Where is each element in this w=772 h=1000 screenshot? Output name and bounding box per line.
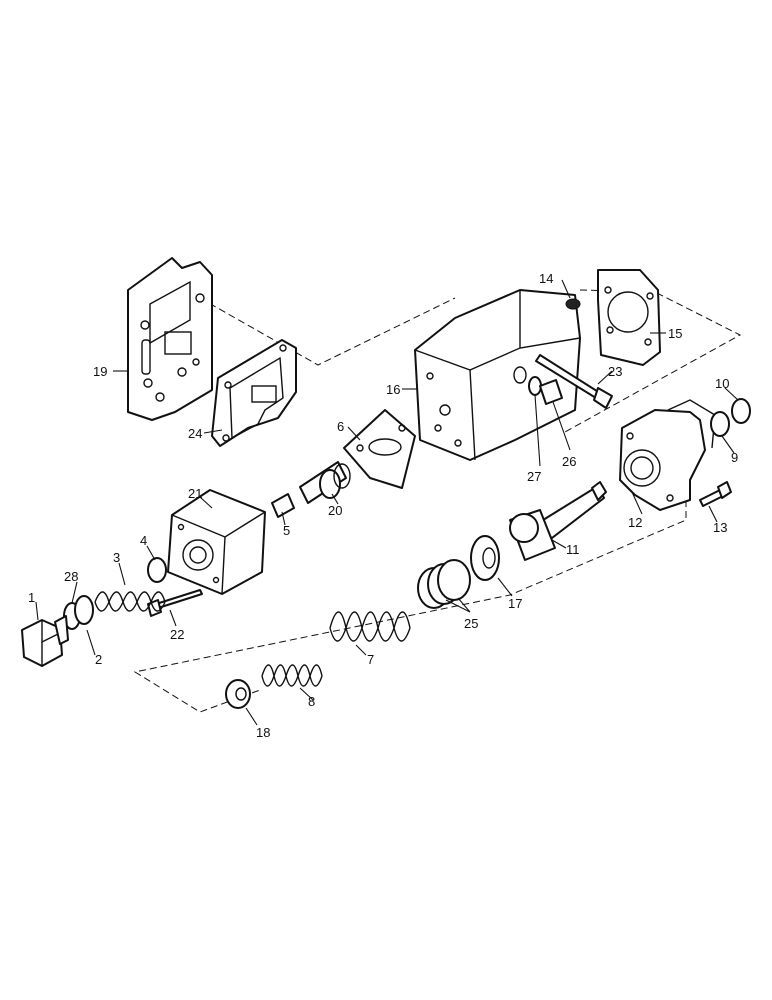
callout-2: 2 [95, 652, 102, 667]
part-18-spring-seat [225, 679, 251, 709]
callout-28: 28 [64, 569, 78, 584]
part-26-fitting [539, 379, 563, 405]
callout-22: 22 [170, 627, 184, 642]
callout-4: 4 [140, 533, 147, 548]
part-17-washer [470, 535, 500, 581]
callout-14: 14 [539, 271, 553, 286]
part-16-pump-body [414, 289, 581, 461]
part-12-end-housing [619, 399, 716, 511]
leader-lines [35, 279, 739, 726]
callout-labels: 1 2 3 4 5 6 7 8 9 10 11 12 13 14 15 16 1… [28, 271, 738, 740]
callout-5: 5 [283, 523, 290, 538]
callout-26: 26 [562, 454, 576, 469]
callout-6: 6 [337, 419, 344, 434]
part-20-spool [299, 461, 351, 504]
callout-13: 13 [713, 520, 727, 535]
part-4-seal-ring [147, 557, 167, 583]
callout-7: 7 [367, 652, 374, 667]
part-8-spring [261, 664, 323, 687]
callout-23: 23 [608, 364, 622, 379]
callout-27: 27 [527, 469, 541, 484]
callout-15: 15 [668, 326, 682, 341]
callout-16: 16 [386, 382, 400, 397]
callout-25: 25 [464, 616, 478, 631]
callout-1: 1 [28, 590, 35, 605]
part-14-plug [565, 298, 581, 310]
callout-11: 11 [566, 542, 580, 557]
callout-19: 19 [93, 364, 107, 379]
callout-20: 20 [328, 503, 342, 518]
part-3-spring [94, 591, 166, 612]
callout-24: 24 [188, 426, 202, 441]
part-21-valve-block [167, 489, 266, 595]
part-23-bolt [535, 354, 613, 409]
part-24-gasket [211, 339, 297, 447]
part-25-shims [417, 559, 471, 609]
callout-8: 8 [308, 694, 315, 709]
callout-9: 9 [731, 450, 738, 465]
part-13-screw [699, 481, 732, 507]
alignment-line-lower [133, 500, 687, 713]
part-15-gasket [597, 269, 661, 366]
part-11-shaft [509, 481, 607, 561]
part-10-seal-ring [731, 398, 751, 424]
callout-3: 3 [113, 550, 120, 565]
part-9-seal-ring [710, 411, 730, 437]
part-5-pin [271, 493, 295, 518]
part-2-washer [74, 595, 94, 625]
part-1-plug [21, 615, 69, 667]
callout-10: 10 [715, 376, 729, 391]
part-19-end-plate [127, 257, 213, 421]
callout-21: 21 [188, 486, 202, 501]
part-7-spring [329, 611, 411, 642]
part-6-gasket-plate [343, 409, 416, 489]
callout-18: 18 [256, 725, 270, 740]
callout-12: 12 [628, 515, 642, 530]
callout-17: 17 [508, 596, 522, 611]
